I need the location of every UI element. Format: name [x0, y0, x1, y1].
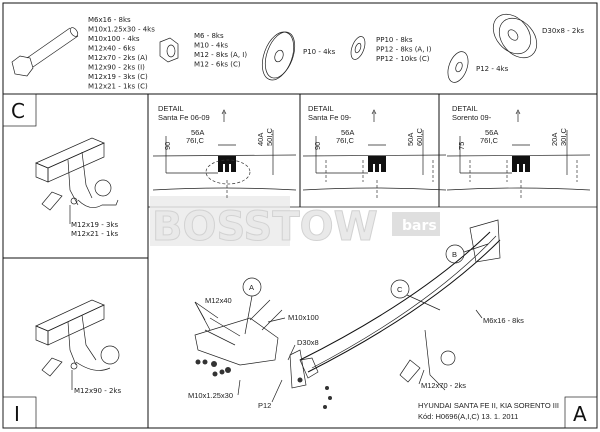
variant-letter: C — [11, 99, 25, 123]
part-label: M12x90 - 2ks (I) — [88, 64, 145, 72]
part-label: M12 - 8ks (A, I) — [194, 51, 247, 59]
washer-p12-icon — [447, 51, 469, 83]
bosstow-watermark: BOSSTOW bars — [150, 196, 440, 251]
bolt-list: M6x16 - 8ks M10x1.25x30 - 4ks M10x100 - … — [88, 16, 155, 91]
part-label: M12x21 - 1ks (C) — [88, 83, 148, 91]
part-label: P12 - 4ks — [476, 65, 509, 73]
vehicle-title: HYUNDAI SANTA FE II, KIA SORENTO III — [418, 401, 559, 410]
detail-title: DETAIL — [158, 104, 184, 113]
part-label: P12 — [258, 401, 271, 410]
towbar-variant-c-drawing — [35, 137, 119, 224]
detail-height: 90 — [163, 142, 172, 150]
variant-letter: A — [573, 402, 587, 426]
part-label: M12x19 - 3ks (C) — [88, 73, 148, 81]
svg-text:A: A — [249, 283, 254, 292]
detail-offset_a: 40A — [256, 133, 265, 146]
part-label: M12x70 - 2ks (A) — [88, 54, 148, 62]
part-label: D30x8 — [297, 338, 319, 347]
callout-a: A — [242, 277, 262, 335]
svg-text:B: B — [452, 250, 457, 259]
part-label: M10 - 4ks — [194, 42, 228, 50]
part-label: M10x100 — [288, 313, 319, 322]
part-label: M10x100 - 4ks — [88, 35, 140, 43]
detail-title: DETAIL — [308, 104, 334, 113]
part-label: M12x40 — [205, 296, 232, 305]
part-label: M6x16 - 8ks — [483, 316, 524, 325]
detail-offset_ic: 30I,C — [559, 127, 568, 146]
part-label: M6x16 - 8ks — [88, 16, 131, 24]
bolt-icon — [11, 27, 79, 77]
nut-icon — [159, 37, 179, 63]
spring-washer-icon — [350, 36, 366, 60]
detail-offset_ic: 60I,C — [415, 127, 424, 146]
detail-width_a: 56A — [485, 128, 498, 137]
part-label: M12x19 - 3ks — [71, 221, 118, 229]
detail-model: Santa Fe 09- — [308, 113, 352, 122]
detail-width_ic: 76I,C — [480, 136, 499, 145]
drawing-code: Kód: H0696(A,I,C) 13. 1. 2011 — [418, 412, 518, 421]
detail-title: DETAIL — [452, 104, 478, 113]
detail-offset_a: 50A — [406, 133, 415, 146]
part-label: PP12 - 10ks (C) — [376, 55, 430, 63]
part-label: D30x8 - 2ks — [542, 27, 584, 35]
callout-c: C — [390, 279, 441, 311]
part-label: M10x1.25x30 — [188, 391, 233, 400]
detail-height: 90 — [313, 142, 322, 150]
detail-width_a: 56A — [341, 128, 354, 137]
variant-box — [2, 396, 37, 429]
washer-icon — [261, 31, 296, 81]
part-label: P10 - 4ks — [303, 48, 336, 56]
watermark-suffix: bars — [402, 218, 437, 234]
towbar-assembly-drawing — [194, 219, 501, 409]
svg-text:C: C — [397, 285, 403, 294]
detail-width_a: 56A — [191, 128, 204, 137]
variant-letter: I — [14, 402, 20, 426]
part-label: M12x40 - 6ks — [88, 45, 135, 53]
detail-model: Santa Fe 06-09 — [158, 113, 210, 122]
callout-b: B — [445, 243, 489, 264]
part-label: M6 - 8ks — [194, 32, 224, 40]
detail-width_ic: 76I,C — [336, 136, 355, 145]
detail-offset_ic: 50I,C — [265, 127, 274, 146]
part-label: M12x21 - 1ks — [71, 230, 118, 238]
towbar-variant-i-drawing — [35, 299, 120, 390]
watermark-brand: BOSSTOW — [152, 204, 378, 250]
variant-box — [2, 93, 37, 127]
part-label: M12 - 6ks (C) — [194, 61, 241, 69]
detail-width_ic: 76I,C — [186, 136, 205, 145]
part-label: PP12 - 8ks (A, I) — [376, 46, 432, 54]
detail-offset_a: 20A — [550, 133, 559, 146]
part-label: M12x90 - 2ks — [74, 387, 121, 395]
variant-box — [564, 396, 598, 429]
part-label: M10x1.25x30 - 4ks — [88, 26, 155, 34]
detail-height: 75 — [457, 142, 466, 150]
detail-model: Sorento 09- — [452, 113, 492, 122]
spacer-icon — [492, 13, 538, 59]
part-label: PP10 - 8ks — [376, 36, 413, 44]
part-label: M12x70 - 2ks — [421, 381, 466, 390]
